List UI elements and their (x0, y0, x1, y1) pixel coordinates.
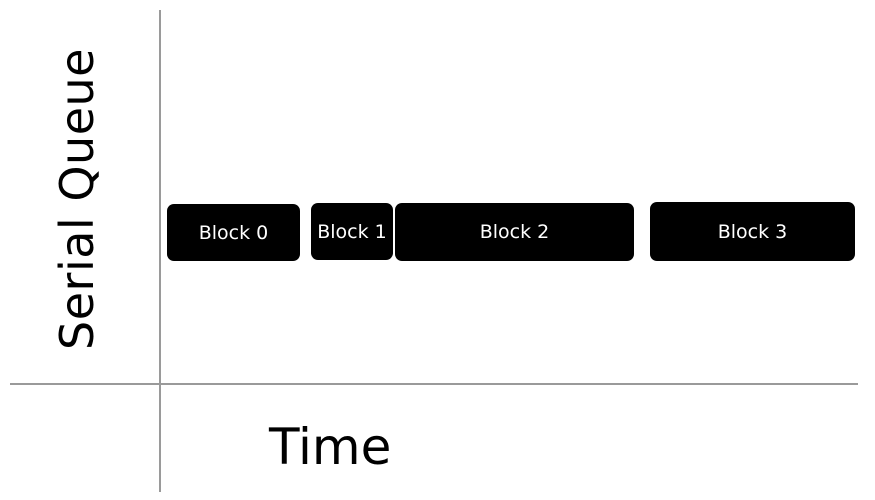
x-axis-label: Time (269, 418, 392, 476)
y-axis-label: Serial Queue (50, 48, 104, 350)
horizontal-axis-line (10, 383, 858, 385)
queue-block-1: Block 1 (311, 203, 393, 260)
queue-block-2: Block 2 (395, 203, 634, 261)
queue-block-0: Block 0 (167, 204, 300, 261)
y-axis-label-container: Serial Queue (22, 40, 132, 358)
queue-block-3: Block 3 (650, 202, 855, 261)
vertical-axis-line (159, 10, 161, 492)
